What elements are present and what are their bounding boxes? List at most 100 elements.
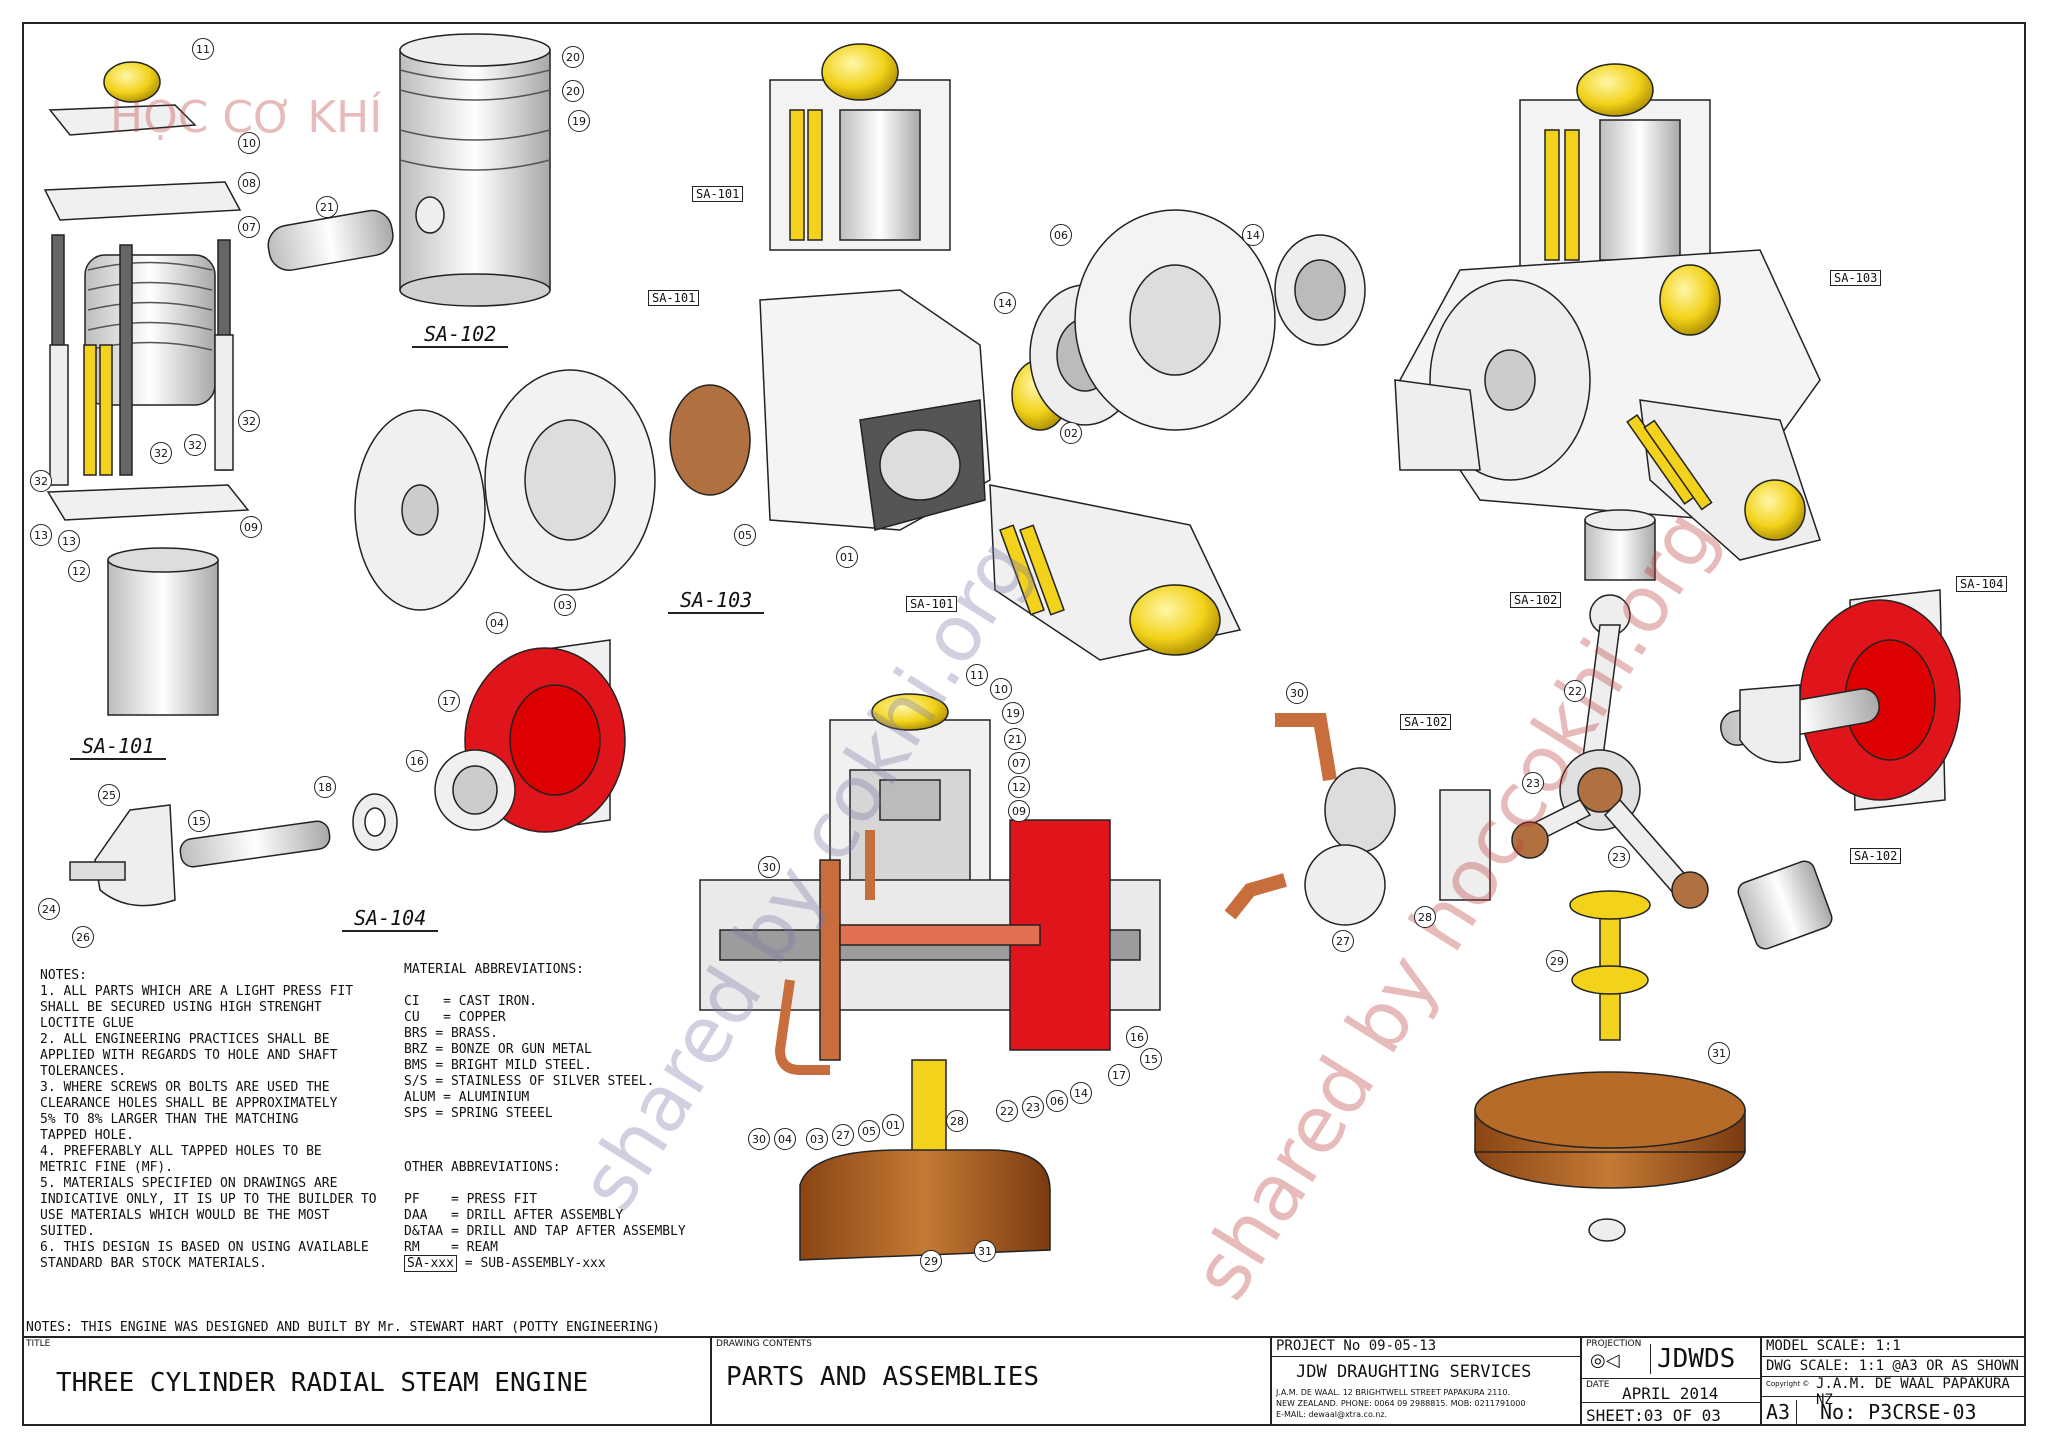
projection-caption: PROJECTION	[1586, 1339, 1642, 1349]
balloon-03-b: 03	[806, 1128, 828, 1150]
balloon-32-d: 32	[184, 434, 206, 456]
notes-line: SHALL BE SECURED USING HIGH STRENGHT	[40, 1000, 322, 1015]
tag-sa-101-b: SA-101	[648, 290, 700, 306]
flywheel-center	[434, 639, 626, 833]
designer-note: NOTES: THIS ENGINE WAS DESIGNED AND BUIL…	[26, 1320, 660, 1335]
balloon-21: 21	[316, 196, 338, 218]
balloon-30-a: 30	[748, 1128, 770, 1150]
drawing-title: THREE CYLINDER RADIAL STEAM ENGINE	[56, 1368, 589, 1398]
balloon-10-b: 10	[990, 678, 1012, 700]
company-name: JDW DRAUGHTING SERVICES	[1296, 1362, 1532, 1382]
balloon-09: 09	[240, 516, 262, 538]
notes-line: STANDARD BAR STOCK MATERIALS.	[40, 1256, 267, 1271]
material-abbr-line: BRS = BRASS.	[404, 1026, 498, 1041]
balloon-23-c: 23	[1608, 846, 1630, 868]
balloon-17-a: 17	[438, 690, 460, 712]
balloon-12: 12	[68, 560, 90, 582]
flywheel-right	[1720, 589, 1961, 811]
other-abbr-line: RM = REAM	[404, 1240, 498, 1255]
projection-date-cell: PROJECTION ◎◁ JDWDS DATE APRIL 2014 SHEE…	[1582, 1338, 1762, 1426]
balloon-12-b: 12	[1008, 776, 1030, 798]
label-sa-104: SA-104	[342, 906, 439, 932]
notes-heading: NOTES:	[40, 968, 87, 983]
balloon-01: 01	[836, 546, 858, 568]
notes-line: 2. ALL ENGINEERING PRACTICES SHALL BE	[40, 1032, 330, 1047]
balloon-29-a: 29	[1546, 950, 1568, 972]
abbreviations-list: MATERIAL ABBREVIATIONS: CI = CAST IRON. …	[404, 962, 724, 1272]
balloon-09-b: 09	[1008, 800, 1030, 822]
notes-line: 5. MATERIALS SPECIFIED ON DRAWINGS ARE	[40, 1176, 338, 1191]
balloon-31-b: 31	[974, 1240, 996, 1262]
balloon-14-a: 14	[994, 292, 1016, 314]
balloon-07-b: 07	[1008, 752, 1030, 774]
balloon-01-b: 01	[882, 1114, 904, 1136]
drawing-number: No: P3CRSE-03	[1820, 1400, 1977, 1424]
project-number: PROJECT No 09-05-13	[1276, 1338, 1437, 1354]
inlet-pipes-and-valves	[1224, 713, 1491, 926]
drawing-contents: PARTS AND ASSEMBLIES	[726, 1362, 1040, 1392]
tag-sa-102-b: SA-102	[1400, 714, 1452, 730]
label-sa-102: SA-102	[412, 322, 509, 348]
title-cell: TITLE THREE CYLINDER RADIAL STEAM ENGINE	[22, 1338, 712, 1426]
tag-sa-103: SA-103	[1830, 270, 1882, 286]
balloon-17-b: 17	[1108, 1064, 1130, 1086]
balloon-02: 02	[1060, 422, 1082, 444]
projection-symbol-icon: ◎◁	[1590, 1350, 1620, 1371]
balloon-32-a: 32	[238, 410, 260, 432]
assembled-radial-engine	[1394, 63, 1821, 561]
balloon-15-b: 15	[1140, 1048, 1162, 1070]
balloon-10: 10	[238, 132, 260, 154]
sa-xxx-box: SA-xxx	[404, 1255, 457, 1272]
notes-line: TAPPED HOLE.	[40, 1128, 134, 1143]
notes-line: 5% TO 8% LARGER THAN THE MATCHING	[40, 1112, 299, 1127]
material-abbr-line: S/S = STAINLESS OF SILVER STEEL.	[404, 1074, 655, 1089]
balloon-20-a: 20	[562, 46, 584, 68]
company-cell: PROJECT No 09-05-13 JDW DRAUGHTING SERVI…	[1272, 1338, 1582, 1426]
balloon-30-b: 30	[758, 856, 780, 878]
balloon-06: 06	[1050, 224, 1072, 246]
balloon-25: 25	[98, 784, 120, 806]
notes-line: 4. PREFERABLY ALL TAPPED HOLES TO BE	[40, 1144, 322, 1159]
section-view-engine	[699, 693, 1161, 1261]
balloon-27-b: 27	[1332, 930, 1354, 952]
balloon-24: 24	[38, 898, 60, 920]
notes-line: TOLERANCES.	[40, 1064, 127, 1079]
wooden-base	[1474, 1071, 1746, 1242]
balloon-23-a: 23	[1022, 1096, 1044, 1118]
title-caption: TITLE	[26, 1339, 51, 1349]
sheet-size: A3	[1766, 1400, 1798, 1424]
label-sa-103: SA-103	[668, 588, 765, 614]
balloon-31-a: 31	[1708, 1042, 1730, 1064]
contents-cell: DRAWING CONTENTS PARTS AND ASSEMBLIES	[712, 1338, 1272, 1426]
balloon-32-c: 32	[150, 442, 172, 464]
balloon-22-a: 22	[996, 1100, 1018, 1122]
balloon-05-b: 05	[858, 1120, 880, 1142]
tag-sa-102-a: SA-102	[1510, 592, 1562, 608]
balloon-22-b: 22	[1564, 680, 1586, 702]
material-abbr-line: SPS = SPRING STEEEL	[404, 1106, 553, 1121]
tag-sa-101-c: SA-101	[906, 596, 958, 612]
sa101-exploded-parts	[43, 61, 250, 716]
notes-line: SUITED.	[40, 1224, 95, 1239]
crankshaft-sa104	[69, 793, 398, 907]
tag-sa-101-a: SA-101	[692, 186, 744, 202]
balloon-14-b: 14	[1242, 224, 1264, 246]
balloon-19: 19	[568, 110, 590, 132]
balloon-13-b: 13	[58, 530, 80, 552]
material-abbr-line: CU = COPPER	[404, 1010, 506, 1025]
balloon-06-b: 06	[1046, 1090, 1068, 1112]
balloon-23-b: 23	[1522, 772, 1544, 794]
other-abbr-line: PF = PRESS FIT	[404, 1192, 538, 1207]
balloon-14-c: 14	[1070, 1082, 1092, 1104]
sa103-crankcase-exploded	[354, 209, 1366, 611]
other-abbr-heading: OTHER ABBREVIATIONS:	[404, 1160, 561, 1175]
balloon-16-b: 16	[1126, 1026, 1148, 1048]
scale-cell: MODEL SCALE: 1:1 DWG SCALE: 1:1 @A3 OR A…	[1762, 1338, 2024, 1426]
sa-xxx-meaning: = SUB-ASSEMBLY-xxx	[456, 1256, 606, 1271]
tag-sa-102-c: SA-102	[1850, 848, 1902, 864]
sheet-number: SHEET:03 OF 03	[1586, 1406, 1721, 1425]
balloon-28-a: 28	[946, 1110, 968, 1132]
drawing-scale: DWG SCALE: 1:1 @A3 OR AS SHOWN	[1766, 1358, 2019, 1374]
notes-line: APPLIED WITH REGARDS TO HOLE AND SHAFT	[40, 1048, 338, 1063]
